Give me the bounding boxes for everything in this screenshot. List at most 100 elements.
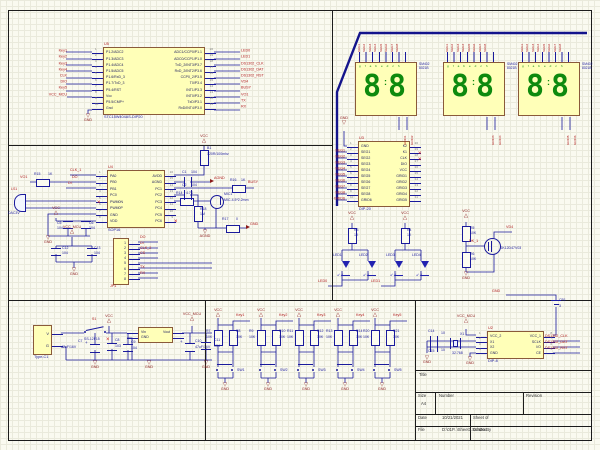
power-port-label: VCC [371,308,379,312]
power-port: VCC △ [295,308,303,318]
led-icon [390,261,403,277]
power-port-icon: △ [335,311,341,318]
pin-number: 10 [169,208,173,213]
power-port: VCC △ [401,211,409,221]
power-port-label: VCC_MCU [182,312,202,316]
pin-number: 15 [169,176,173,180]
ic-component: Vin GND Vout [127,327,184,343]
pin-name: RxD/INT4/P3.0 [178,106,202,111]
net-label: CLK [59,73,67,78]
display-segment-letters: g f a b e d c h [447,64,490,68]
display-top-nets: SEG1 SEG2 SEG3 SEG4 SEG5 SEG6 SEG7 SEG8 [357,36,399,52]
ic-pin-row: GND [127,335,156,340]
part-label: C8 [115,338,120,342]
ic-part-name: DIP-20 [359,207,371,211]
part-label: R12 [317,329,324,333]
ic-pin-row: RxD/INT4/P3.0 11 RX [154,103,246,112]
resistor-v [462,226,471,242]
ic-pin-row: DIO 17 [384,159,421,168]
net-label: SEG2 [335,154,345,159]
ic-right-column: Vout [156,330,184,340]
power-port: GND ▽ [341,382,349,392]
power-port: GND ▽ [302,382,310,392]
part-label: R6 [470,252,475,256]
ic-part-name: STC15W404AS-DIP20 [104,115,143,119]
pin-name: Vin [141,329,146,334]
net-label: SEG8 [335,190,345,195]
ic-designator: U3 [359,136,364,141]
gnd-arrow-icon [210,179,214,183]
ic-component: 1 2 3 [113,238,140,285]
display-designator-line2: 8021B [507,66,517,71]
part-label: CB1 [559,298,566,302]
ic-pin-row [156,335,184,340]
net-label: JP1 [110,284,117,288]
net-label: DS1302_DAT [545,340,568,344]
part-label: SW5 [394,368,402,372]
pin-number: 20 [414,140,418,145]
net-label: SEG6 [384,43,389,52]
pin-number: 9 [350,188,352,193]
resistor-v [200,150,209,166]
net-label: SEG3 [367,43,372,52]
pin-name: RxD_2/INT2/P3.6 [174,68,202,73]
led-icon [337,261,350,277]
power-port-label: VCC [257,308,265,312]
pin-name: 5 [124,261,126,266]
capacitor [51,248,61,256]
power-port: VCC △ [257,308,265,318]
titleblock-text: Sheet of [473,415,489,420]
net-label: GRID3 [491,135,496,145]
net-label: CLK_2 [140,246,152,250]
part-label: R11 [287,329,294,333]
pin-name: AGND [151,180,162,184]
pin-name: DIO [400,162,407,167]
part-label: C2 [182,183,187,187]
part-label: 10 [441,331,445,335]
section-border-line [470,414,471,440]
power-port: VCC_MCU △ [456,314,476,324]
part-label: 120R/100mhz [207,152,229,156]
ic-pin-row: K1 19 [384,147,421,156]
display-designator-line1: SM402 [582,62,593,66]
pin-number: 7 [550,336,552,340]
part-label: LS1 [11,187,18,191]
gnd-arrow-icon [246,225,250,229]
pin-number: 14 [414,176,418,181]
noerc-x-icon [106,328,110,346]
ic-pin-rows: 1 2 3 [114,240,140,282]
net-label: LED1 [371,279,381,283]
part-label: R10 [279,329,286,333]
display-digits: 88 [363,69,414,104]
power-port-label: VCC_MCU [456,314,476,318]
display-colon: : [384,77,387,87]
ic-right-column: VCC_1 8 SCLK 7 I/O 6 [516,331,555,356]
pin-name: CE [536,350,541,355]
ic-pin-row: DIO 6 P1.7/TxD_3 [60,78,154,87]
ds1302-wires [426,294,580,357]
pin-name: GRID2 [396,180,407,185]
section-border-line [8,10,9,441]
pin-name: TxD/P3.1 [187,99,202,104]
pin-number: 2 [95,52,97,57]
capacitor-h [184,190,192,200]
net-label: SEG1 [357,43,361,52]
net-label: SEG4 [461,43,466,52]
pin-name: PC2 [155,193,162,197]
ic-pin-row: G [43,340,62,352]
display-top-nets: SEG1 SEG2 SEG3 SEG4 SEG5 SEG6 SEG7 SEG8 [520,36,562,52]
resistor-h [180,198,194,206]
part-label: C12 [62,246,69,250]
mosfet-wires [465,222,512,273]
part-label: C7 [78,339,83,343]
power-port-icon: △ [463,212,469,219]
pin-name: 1 [124,240,126,245]
part-label: SS-12F15 [84,337,100,341]
ic-pin-row: 3 PB1 [96,183,136,193]
part-label: SW1 [237,368,245,372]
ic-pin-row: 1 PA0 [96,170,136,180]
power-port-icon: ▽ [222,382,228,388]
pin-name: PC0 [110,193,117,197]
pin-number: 12 [414,188,418,193]
part-label: 10K [470,257,477,261]
